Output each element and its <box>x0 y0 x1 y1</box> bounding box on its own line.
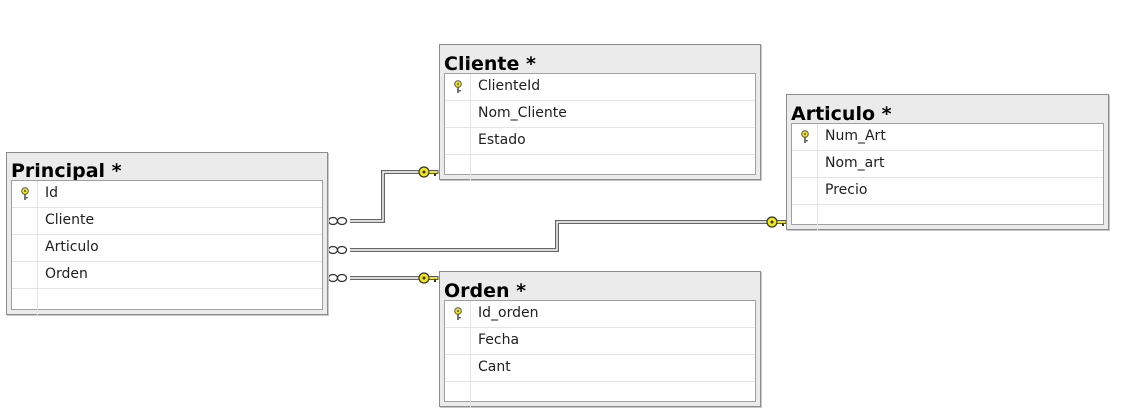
column-row[interactable]: Fecha <box>445 328 755 355</box>
column-row[interactable]: Cant <box>445 355 755 382</box>
column-row[interactable]: Articulo <box>12 235 322 262</box>
column-row[interactable]: Orden <box>12 262 322 289</box>
row-selector <box>792 124 818 150</box>
column-name: Nom_art <box>825 155 885 171</box>
table-articulo[interactable]: Articulo * Num_Art Nom_art <box>786 94 1109 231</box>
column-name: Nom_Cliente <box>478 105 567 121</box>
column-name: Cliente <box>45 212 95 228</box>
column-name: Fecha <box>478 332 520 348</box>
row-selector <box>445 101 471 127</box>
column-name: ClienteId <box>478 78 541 94</box>
empty-column-row[interactable] <box>445 155 755 182</box>
column-row[interactable]: Nom_Cliente <box>445 101 755 128</box>
row-selector <box>12 181 38 207</box>
many-icon <box>327 273 348 283</box>
column-name: Num_Art <box>825 128 886 144</box>
column-grid: Id_orden Fecha Cant <box>444 300 756 408</box>
column-grid: Num_Art Nom_art Precio <box>791 123 1104 231</box>
many-icon <box>327 245 348 255</box>
column-name: Precio <box>825 182 868 198</box>
column-row[interactable]: Estado <box>445 128 755 155</box>
primary-key-icon <box>801 130 809 143</box>
empty-column-row[interactable] <box>445 382 755 409</box>
row-selector <box>12 208 38 234</box>
many-icon <box>327 216 348 226</box>
column-name: Articulo <box>45 239 99 255</box>
table-title: Articulo * <box>791 103 892 125</box>
column-name: Orden <box>45 266 88 282</box>
key-icon <box>418 272 439 284</box>
table-cliente[interactable]: Cliente * ClienteId Nom_Cliente <box>439 44 761 181</box>
column-name: Id <box>45 185 59 201</box>
row-selector <box>792 151 818 177</box>
column-grid: ClienteId Nom_Cliente Estado <box>444 73 756 181</box>
column-row[interactable]: Nom_art <box>792 151 1103 178</box>
table-principal[interactable]: Principal * Id Cliente Art <box>6 152 328 315</box>
primary-key-icon <box>21 187 29 200</box>
column-name: Id_orden <box>478 305 539 321</box>
key-icon <box>766 216 787 228</box>
row-selector <box>12 235 38 261</box>
column-row[interactable]: Num_Art <box>792 124 1103 151</box>
column-row[interactable]: Id <box>12 181 322 208</box>
key-icon <box>418 166 439 178</box>
row-selector <box>445 74 471 100</box>
primary-key-icon <box>454 307 462 320</box>
relationship-principal-articulo[interactable] <box>350 220 768 252</box>
column-name: Cant <box>478 359 511 375</box>
row-selector <box>445 128 471 154</box>
row-selector <box>792 205 818 231</box>
row-selector <box>445 328 471 354</box>
row-selector <box>445 355 471 381</box>
primary-key-icon <box>454 80 462 93</box>
column-row[interactable]: ClienteId <box>445 74 755 101</box>
empty-column-row[interactable] <box>12 289 322 316</box>
column-row[interactable]: Id_orden <box>445 301 755 328</box>
column-name: Estado <box>478 132 526 148</box>
table-title: Principal * <box>11 160 122 182</box>
row-selector <box>12 289 38 315</box>
table-title: Orden * <box>444 280 527 302</box>
row-selector <box>445 382 471 408</box>
column-grid: Id Cliente Articulo Orden <box>11 180 323 315</box>
row-selector <box>445 155 471 181</box>
row-selector <box>12 262 38 288</box>
empty-column-row[interactable] <box>792 205 1103 232</box>
table-orden[interactable]: Orden * Id_orden Fecha Can <box>439 271 761 408</box>
column-row[interactable]: Cliente <box>12 208 322 235</box>
column-row[interactable]: Precio <box>792 178 1103 205</box>
relationship-principal-cliente[interactable] <box>350 170 420 223</box>
table-title: Cliente * <box>444 53 536 75</box>
row-selector <box>792 178 818 204</box>
row-selector <box>445 301 471 327</box>
